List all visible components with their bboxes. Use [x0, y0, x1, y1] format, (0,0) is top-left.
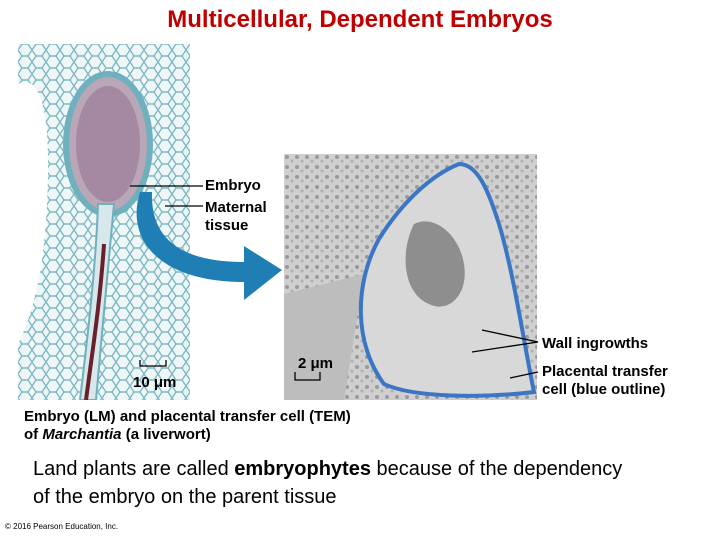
scale-label-lm: 10 μm: [133, 374, 177, 391]
figure-caption: Embryo (LM) and placental transfer cell …: [24, 408, 464, 444]
wall-ingrowths-leader-line-2: [471, 341, 539, 353]
body-term: embryophytes: [234, 458, 371, 480]
copyright-notice: © 2016 Pearson Education, Inc.: [5, 522, 119, 531]
label-maternal-line2: tissue: [205, 217, 249, 234]
light-micrograph-image: [18, 44, 190, 401]
caption-genus: Marchantia: [42, 426, 122, 443]
curved-arrow-icon: [136, 192, 282, 300]
caption-suffix: (a liverwort): [121, 426, 211, 443]
label-wall-ingrowths: Wall ingrowths: [542, 335, 649, 352]
label-placental-transfer-cell: Placental transfer cell (blue outline): [542, 363, 668, 399]
body-text: Land plants are called embryophytes beca…: [33, 455, 633, 511]
body-part1: Land plants are called: [33, 458, 235, 480]
lm-cells-drawing: [18, 44, 190, 401]
scale-bar-lm: [139, 360, 167, 367]
scale-label-tem: 2 μm: [298, 355, 334, 372]
tem-micrograph-image: [284, 154, 537, 400]
label-placental-line2: cell (blue outline): [542, 381, 666, 398]
label-maternal-tissue: Maternal tissue: [205, 199, 267, 235]
wall-ingrowths-leader-line-1: [481, 329, 539, 343]
caption-line1: Embryo (LM) and placental transfer cell …: [24, 408, 351, 425]
body-part2: because of the dependency of the embryo …: [33, 458, 623, 508]
label-embryo: Embryo: [205, 177, 261, 194]
caption-prefix: of: [24, 426, 43, 443]
scale-bar-tem: [294, 372, 321, 381]
placental-leader-line: [509, 371, 539, 379]
label-placental-line1: Placental transfer: [542, 363, 668, 380]
label-maternal-line1: Maternal: [205, 199, 267, 216]
caption-line2: of Marchantia (a liverwort): [24, 426, 464, 444]
tem-drawing: [284, 154, 537, 400]
slide-title: Multicellular, Dependent Embryos: [167, 6, 553, 33]
